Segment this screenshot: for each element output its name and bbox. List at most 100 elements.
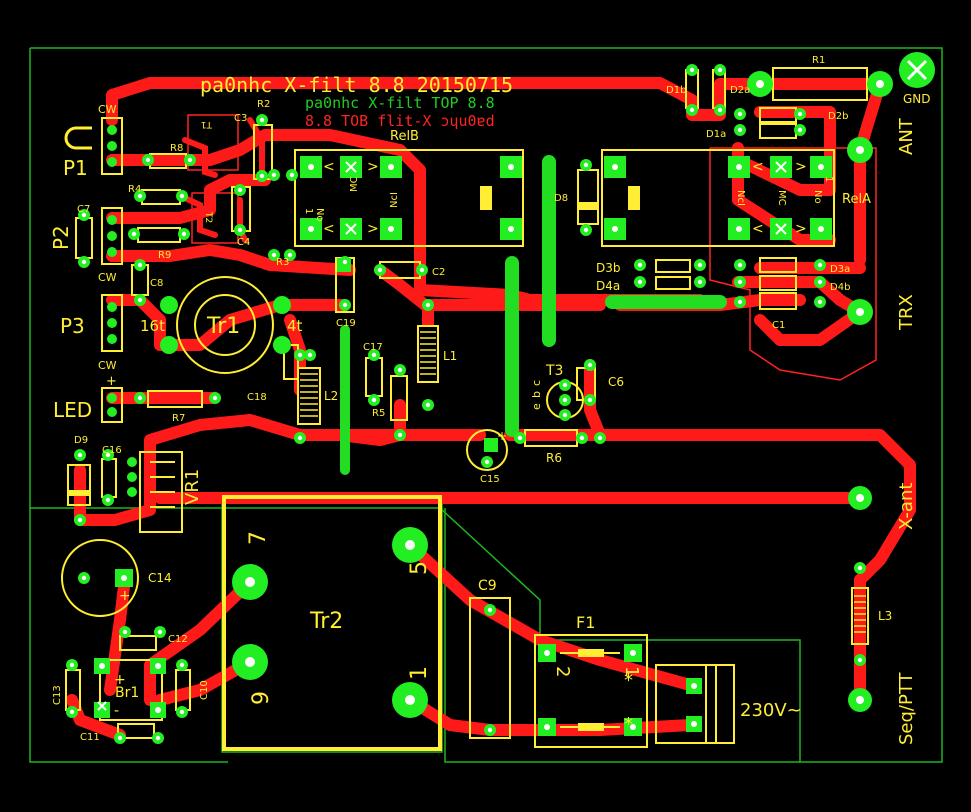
label-f1-star1: * — [624, 670, 633, 691]
rela-no-label: No — [812, 190, 823, 204]
label-t1: T1 — [201, 119, 213, 129]
small-pad-hole — [484, 459, 490, 465]
svg-text:>: > — [367, 221, 379, 237]
title-main: pa0nhc X-filt 8.8 20150715 — [200, 73, 513, 97]
label-tr2-pin1: 1 — [407, 666, 432, 680]
small-pad-hole — [817, 299, 823, 305]
label-d2a: D2a — [730, 85, 750, 96]
small-pad-hole — [737, 279, 743, 285]
small-pad-hole — [487, 727, 493, 733]
svg-text:<: < — [752, 221, 764, 237]
label-led: LED — [53, 398, 92, 422]
small-pad-hole — [69, 662, 75, 668]
small-pad-hole — [179, 193, 185, 199]
label-tr2-pin5: 5 — [407, 561, 432, 575]
label-mains: 230V~ — [740, 700, 802, 721]
label-gnd: GND — [903, 92, 931, 106]
label-l2: L2 — [324, 389, 338, 403]
label-ant: ANT — [896, 117, 917, 155]
small-pad-hole — [179, 709, 185, 715]
label-p1: P1 — [63, 156, 88, 180]
label-d1b: D1b — [666, 85, 686, 96]
connector-labels: P1 P2 P3 LED CW CW CW + ANT TRX GND X-an… — [49, 92, 931, 745]
gnd-pad — [899, 52, 935, 88]
small-pad-hole — [817, 279, 823, 285]
label-c9: C9 — [478, 578, 497, 594]
label-tr1-primary: 16t — [140, 317, 165, 335]
label-x-ant: X-ant — [896, 483, 917, 530]
p1-glyph — [64, 126, 92, 150]
small-pad-hole — [77, 517, 83, 523]
label-cw3: CW — [98, 359, 117, 372]
small-pad-hole — [697, 279, 703, 285]
small-pads — [66, 64, 866, 744]
label-tr1: Tr1 — [206, 314, 240, 339]
small-pad-hole — [259, 173, 265, 179]
label-c12: C12 — [168, 634, 188, 645]
label-vr1: VR1 — [182, 469, 203, 505]
small-pad-hole — [81, 575, 87, 581]
small-pad-hole — [371, 397, 377, 403]
label-c7: C7 — [77, 204, 90, 215]
label-c10: C10 — [199, 680, 210, 700]
small-pad-hole — [212, 395, 218, 401]
header-pins — [107, 125, 137, 497]
small-pad-hole — [425, 302, 431, 308]
svg-text:<: < — [323, 159, 335, 175]
label-f1: F1 — [576, 613, 595, 632]
small-pad-hole — [155, 735, 161, 741]
relay-glyphs — [69, 186, 640, 496]
small-pad-hole — [597, 435, 603, 441]
label-r9: R9 — [158, 250, 171, 261]
svg-text:<: < — [323, 221, 335, 237]
small-pad-hole — [137, 193, 143, 199]
square-pad-holes — [97, 161, 787, 711]
label-d3a: D3a — [830, 264, 850, 275]
small-pad-hole — [637, 279, 643, 285]
label-tr1-secondary: 4t — [287, 317, 303, 335]
label-c15-plus: + — [497, 429, 507, 443]
small-pad-hole — [737, 127, 743, 133]
title-top: pa0nhc X-filt TOP 8.8 — [305, 94, 495, 112]
label-c17: C17 — [363, 342, 383, 353]
label-c15: C15 — [480, 474, 500, 485]
small-pad-hole — [81, 212, 87, 218]
small-pad-hole — [131, 231, 137, 237]
small-pad-hole — [397, 432, 403, 438]
rela-mc-label: MC — [776, 190, 787, 206]
small-pad-hole — [271, 252, 277, 258]
label-d8: D8 — [554, 193, 568, 204]
label-r7: R7 — [172, 413, 185, 424]
small-pad-hole — [117, 735, 123, 741]
small-pad-hole — [69, 709, 75, 715]
relay-arrows: <> <> <> <> — [323, 159, 807, 237]
label-d2b: D2b — [828, 111, 848, 122]
small-pad-hole — [797, 111, 803, 117]
small-pad-hole — [689, 107, 695, 113]
relb-1-label: 1 — [303, 208, 314, 214]
small-pad-hole — [342, 259, 348, 265]
small-pad-hole — [562, 412, 568, 418]
label-c18: C18 — [247, 392, 267, 403]
small-pad-hole — [587, 362, 593, 368]
small-pad-hole — [105, 452, 111, 458]
small-pad-hole — [122, 629, 128, 635]
label-c3: C3 — [234, 113, 247, 124]
small-pad-hole — [419, 267, 425, 273]
small-pad-hole — [587, 397, 593, 403]
label-r3: R3 — [276, 257, 289, 268]
small-pad-hole — [181, 231, 187, 237]
label-d3b: D3b — [596, 261, 621, 275]
small-pad-hole — [562, 397, 568, 403]
small-pad-hole — [737, 111, 743, 117]
label-led-plus: + — [106, 374, 117, 389]
small-pad-hole — [817, 262, 823, 268]
small-pad-hole — [259, 117, 265, 123]
label-tr2-pin9: 9 — [249, 691, 274, 705]
square-pad-dots — [99, 164, 824, 730]
label-l1: L1 — [443, 349, 457, 363]
small-pad-hole — [137, 297, 143, 303]
small-pad-hole — [297, 435, 303, 441]
small-pad-hole — [583, 227, 589, 233]
relb-no-label: No — [314, 208, 325, 222]
